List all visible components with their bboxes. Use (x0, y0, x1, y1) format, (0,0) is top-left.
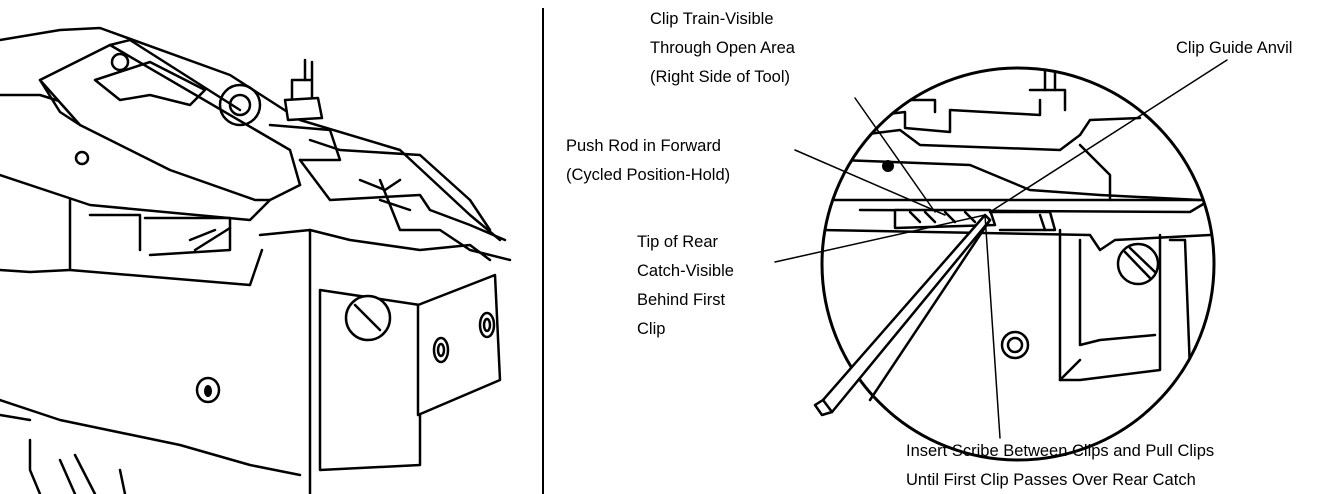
callout-tip-rear-catch-line-4: Clip (637, 320, 665, 338)
leader-push-rod (794, 149, 946, 216)
callout-tip-rear-catch-line-1: Tip of Rear (637, 233, 719, 251)
callout-tip-rear-catch-line-3: Behind First (637, 291, 725, 309)
callout-clip-train-line-2: Through Open Area (650, 39, 796, 57)
tool-overview-illustration (0, 26, 512, 494)
leader-clip-train (854, 97, 936, 213)
leader-insert-scribe (984, 214, 1001, 439)
callout-clip-guide-anvil-line-1: Clip Guide Anvil (1176, 39, 1292, 57)
callout-clip-guide-anvil: Clip Guide Anvil (1176, 39, 1292, 57)
magnified-detail-illustration (813, 66, 1216, 462)
callout-push-rod-line-2: (Cycled Position-Hold) (566, 166, 730, 184)
callout-leaders (774, 59, 1228, 439)
callout-insert-scribe: Insert Scribe Between Clips and Pull Cli… (906, 442, 1214, 489)
callout-clip-train: Clip Train-Visible Through Open Area (Ri… (650, 10, 796, 86)
callout-clip-train-line-1: Clip Train-Visible (650, 10, 774, 28)
leader-tip-rear-catch (774, 214, 986, 263)
callout-insert-scribe-line-1: Insert Scribe Between Clips and Pull Cli… (906, 442, 1214, 460)
callout-clip-train-line-3: (Right Side of Tool) (650, 68, 790, 86)
callout-insert-scribe-line-2: Until First Clip Passes Over Rear Catch (906, 471, 1196, 489)
leader-clip-guide-anvil (989, 59, 1228, 213)
callout-push-rod-line-1: Push Rod in Forward (566, 137, 721, 155)
callout-tip-rear-catch: Tip of Rear Catch-Visible Behind First C… (637, 233, 734, 338)
callout-push-rod: Push Rod in Forward (Cycled Position-Hol… (566, 137, 730, 184)
magnifier-circle (820, 66, 1216, 462)
callout-tip-rear-catch-line-2: Catch-Visible (637, 262, 734, 280)
